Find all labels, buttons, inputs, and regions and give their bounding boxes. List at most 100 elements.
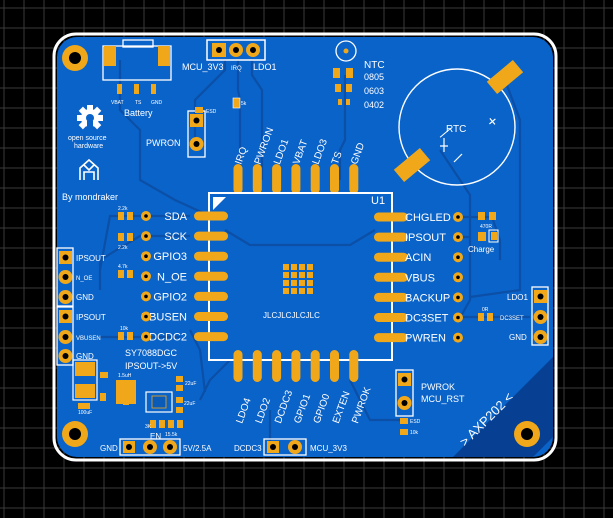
svg-text:5k: 5k <box>241 101 247 107</box>
oshw-line2: hardware <box>74 143 103 150</box>
lh1-noe: N_OE <box>76 276 92 282</box>
r3k-label: 3K <box>145 424 152 430</box>
center-pad-cell <box>291 288 297 294</box>
bottom-pads <box>233 350 359 382</box>
rtc-label: RTC <box>446 124 466 135</box>
lh2-ipsout: IPSOUT <box>76 313 106 322</box>
center-pad-cell <box>299 288 305 294</box>
r470-label: 470R <box>480 224 492 230</box>
lh1-ipsout: IPSOUT <box>76 254 106 263</box>
chip-marking: JLCJLCJLCJLC <box>263 311 320 320</box>
battery-vbat-label: VBAT <box>111 100 124 106</box>
left-pin-label-dcdc2: DCDC2 <box>149 332 187 344</box>
top-pad <box>233 164 243 194</box>
center-pad-cell <box>307 272 313 278</box>
r22k-b-label: 2.2k <box>118 245 128 251</box>
cap-small-label: 22uF <box>184 401 195 407</box>
bottom-pad <box>252 350 262 382</box>
house-logo-icon <box>79 158 99 180</box>
left-test-pads <box>141 211 151 342</box>
pwron-label: PWRON <box>146 138 181 148</box>
top-pin-label-ts: TS <box>330 150 345 166</box>
center-pad-cell <box>291 280 297 286</box>
center-pad-cell <box>307 280 313 286</box>
chip-pin1-marker <box>213 197 226 210</box>
right-pin-label-pwren: PWREN <box>405 333 446 345</box>
center-pad-cell <box>299 280 305 286</box>
right-pad <box>374 212 408 222</box>
right-pad <box>374 272 408 282</box>
top-pad <box>272 164 282 194</box>
left-pin-label-sck: SCK <box>164 231 187 243</box>
left-test-pad-hole <box>144 294 148 299</box>
left-header-1 <box>56 247 74 307</box>
bottom-5v-label: 5V/2.5A <box>183 444 212 453</box>
left-pin-label-n_oe: N_OE <box>157 271 187 283</box>
right-pad <box>374 232 408 242</box>
right-pad <box>374 333 408 343</box>
top-header-outline <box>206 39 266 61</box>
top-pads <box>233 164 359 194</box>
left-pad <box>194 211 228 221</box>
board-outline <box>52 32 558 462</box>
bottom-header-5v <box>119 438 181 456</box>
top-pad <box>310 164 320 194</box>
left-pad <box>194 271 228 281</box>
r22k-a-label: 2.2k <box>118 206 128 212</box>
left-pin-label-sda: SDA <box>164 211 187 223</box>
right-test-pad-hole <box>456 235 460 239</box>
right-test-pads <box>453 212 463 343</box>
right-pad <box>374 292 408 302</box>
left-pad <box>194 251 228 261</box>
ntc-0402: 0402 <box>364 100 384 110</box>
bottom-pad <box>272 350 282 382</box>
ntc-0805: 0805 <box>364 72 384 82</box>
cap-in-label: 100uF <box>78 410 92 416</box>
board-copper <box>57 37 553 457</box>
dcdc-desc: IPSOUT->5V <box>125 361 177 371</box>
right-test-pad-hole <box>456 255 460 259</box>
right-pin-label-backup: BACKUP <box>405 292 450 304</box>
ntc-label: NTC <box>364 60 385 71</box>
center-pad-cell <box>299 264 305 270</box>
esd-top-label: ESD <box>206 109 217 115</box>
center-pad-cell <box>307 288 313 294</box>
en-label: EN <box>150 432 161 441</box>
left-test-pad-hole <box>144 214 148 218</box>
lh2-gnd: GND <box>76 352 94 361</box>
top-pad <box>349 164 359 194</box>
left-pad <box>194 291 228 301</box>
mcu-rst-label: MCU_RST <box>421 394 465 404</box>
right-pin-label-ipsout: IPSOUT <box>405 232 446 244</box>
r47k-label: 4.7k <box>118 264 128 270</box>
pullup-resistors <box>118 212 133 340</box>
charge-led <box>478 212 499 243</box>
r15k-label: 15.5k <box>165 432 178 438</box>
rtc-coin-cell: — + <box>393 59 524 186</box>
oshw-logo-icon <box>77 105 103 131</box>
label-irq-top: IRQ <box>231 66 242 72</box>
chip-ref: U1 <box>371 195 385 207</box>
oshw-line1: open source <box>68 135 107 142</box>
inductor-label: 1.5uH <box>118 373 132 379</box>
battery-connector <box>102 39 172 94</box>
bottom-pad <box>233 350 243 382</box>
left-test-pad-hole <box>144 274 148 279</box>
right-pads <box>374 212 408 343</box>
pwrok-label: PWROK <box>421 382 455 392</box>
right-test-pad-hole <box>456 335 460 340</box>
ntc-footprint <box>333 40 357 105</box>
center-pad-cell <box>307 264 313 270</box>
right-header <box>531 286 549 346</box>
right-test-pad-hole <box>456 275 460 280</box>
left-pad <box>194 312 228 321</box>
left-pin-label-vbusen: VBUSEN <box>142 312 187 324</box>
traces <box>98 60 530 450</box>
left-pad <box>194 332 228 342</box>
top-pad <box>252 164 262 194</box>
cap-out-label: 22uF <box>185 381 196 387</box>
lh1-gnd: GND <box>76 293 94 302</box>
